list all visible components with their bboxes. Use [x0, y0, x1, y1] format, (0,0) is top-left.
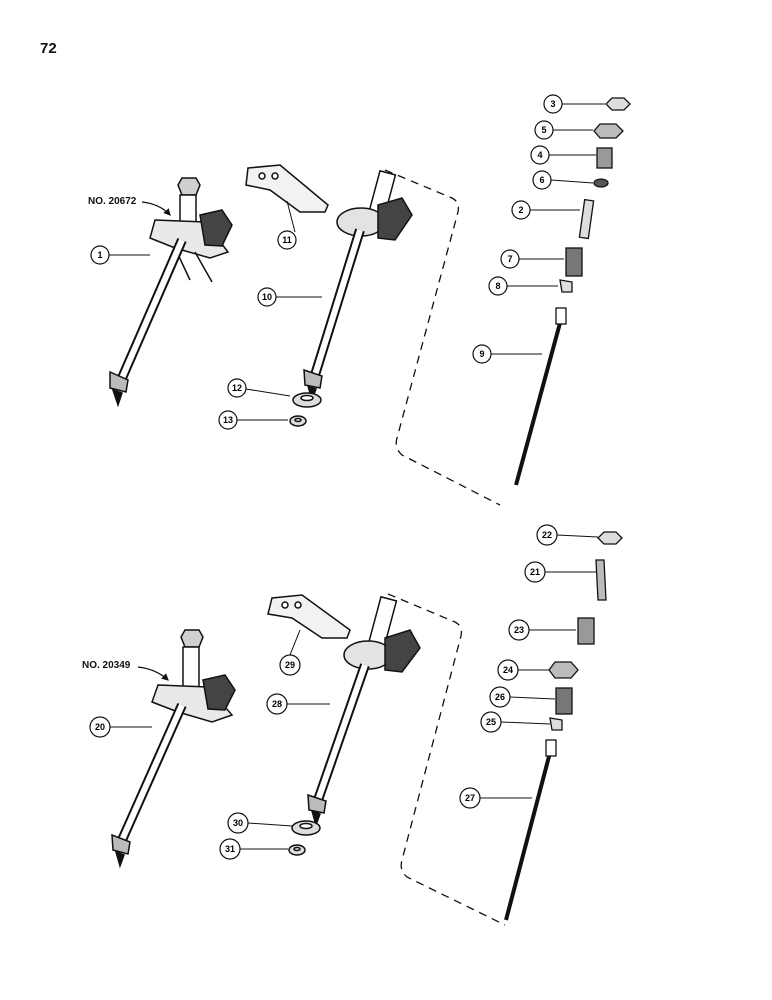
group-outline-bottom — [387, 593, 506, 926]
callout-12: 12 — [227, 378, 291, 398]
callout-13: 13 — [218, 410, 288, 430]
callout-20: 20 — [89, 716, 152, 738]
svg-text:5: 5 — [541, 125, 546, 135]
svg-text:13: 13 — [223, 415, 233, 425]
callout-8: 8 — [488, 276, 558, 296]
svg-text:31: 31 — [225, 844, 235, 854]
svg-text:20: 20 — [95, 722, 105, 732]
callout-27: 27 — [459, 787, 532, 809]
callout-1: 1 — [90, 245, 150, 265]
callout-21: 21 — [524, 561, 596, 583]
callout-2: 2 — [511, 200, 580, 220]
callout-28: 28 — [266, 693, 330, 715]
valve-parts-bottom-drawing — [504, 531, 623, 921]
injector-nozzle-10-drawing — [303, 169, 413, 403]
model-label-bottom: NO. 20349 — [82, 660, 131, 671]
callout-10: 10 — [257, 287, 322, 307]
svg-text:11: 11 — [282, 235, 292, 245]
svg-text:3: 3 — [550, 99, 555, 109]
svg-text:26: 26 — [495, 692, 505, 702]
callout-24: 24 — [497, 659, 549, 681]
svg-text:7: 7 — [507, 254, 512, 264]
svg-text:23: 23 — [514, 625, 524, 635]
washers-30-31-drawing — [288, 820, 321, 856]
callout-4: 4 — [530, 145, 596, 165]
valve-parts-top-drawing — [514, 97, 631, 486]
svg-text:2: 2 — [518, 205, 523, 215]
svg-text:6: 6 — [539, 175, 544, 185]
callout-3: 3 — [543, 94, 605, 114]
svg-text:4: 4 — [537, 150, 542, 160]
svg-text:30: 30 — [233, 818, 243, 828]
callout-25: 25 — [480, 711, 551, 733]
callout-9: 9 — [472, 344, 542, 364]
callout-7: 7 — [500, 249, 564, 269]
callout-30: 30 — [227, 812, 293, 834]
group-outline-top — [384, 169, 501, 506]
svg-text:24: 24 — [503, 665, 513, 675]
clamp-bracket-29-drawing — [267, 594, 351, 639]
svg-text:9: 9 — [479, 349, 484, 359]
page-number: 72 — [40, 40, 57, 57]
model-arrow-bottom — [137, 666, 169, 681]
svg-text:10: 10 — [262, 292, 272, 302]
callout-6: 6 — [532, 170, 594, 190]
model-label-top: NO. 20672 — [88, 196, 137, 207]
callout-5: 5 — [534, 120, 593, 140]
clamp-bracket-11-drawing — [245, 164, 329, 213]
svg-text:25: 25 — [486, 717, 496, 727]
svg-text:29: 29 — [285, 660, 295, 670]
svg-text:27: 27 — [465, 793, 475, 803]
svg-text:21: 21 — [530, 567, 540, 577]
callout-26: 26 — [489, 686, 556, 708]
injector-nozzle-20-drawing — [111, 629, 236, 869]
injector-nozzle-1-drawing — [109, 177, 233, 408]
callout-22: 22 — [536, 524, 599, 546]
callout-23: 23 — [508, 619, 576, 641]
injector-nozzle-28-drawing — [307, 595, 421, 828]
model-arrow-top — [141, 201, 171, 216]
washers-12-13-drawing — [289, 392, 322, 427]
callout-29: 29 — [279, 629, 301, 676]
svg-text:8: 8 — [495, 281, 500, 291]
svg-text:1: 1 — [97, 250, 102, 260]
svg-text:22: 22 — [542, 530, 552, 540]
svg-text:28: 28 — [272, 699, 282, 709]
callout-31: 31 — [219, 838, 288, 860]
callout-11: 11 — [277, 200, 297, 250]
svg-text:12: 12 — [232, 383, 242, 393]
